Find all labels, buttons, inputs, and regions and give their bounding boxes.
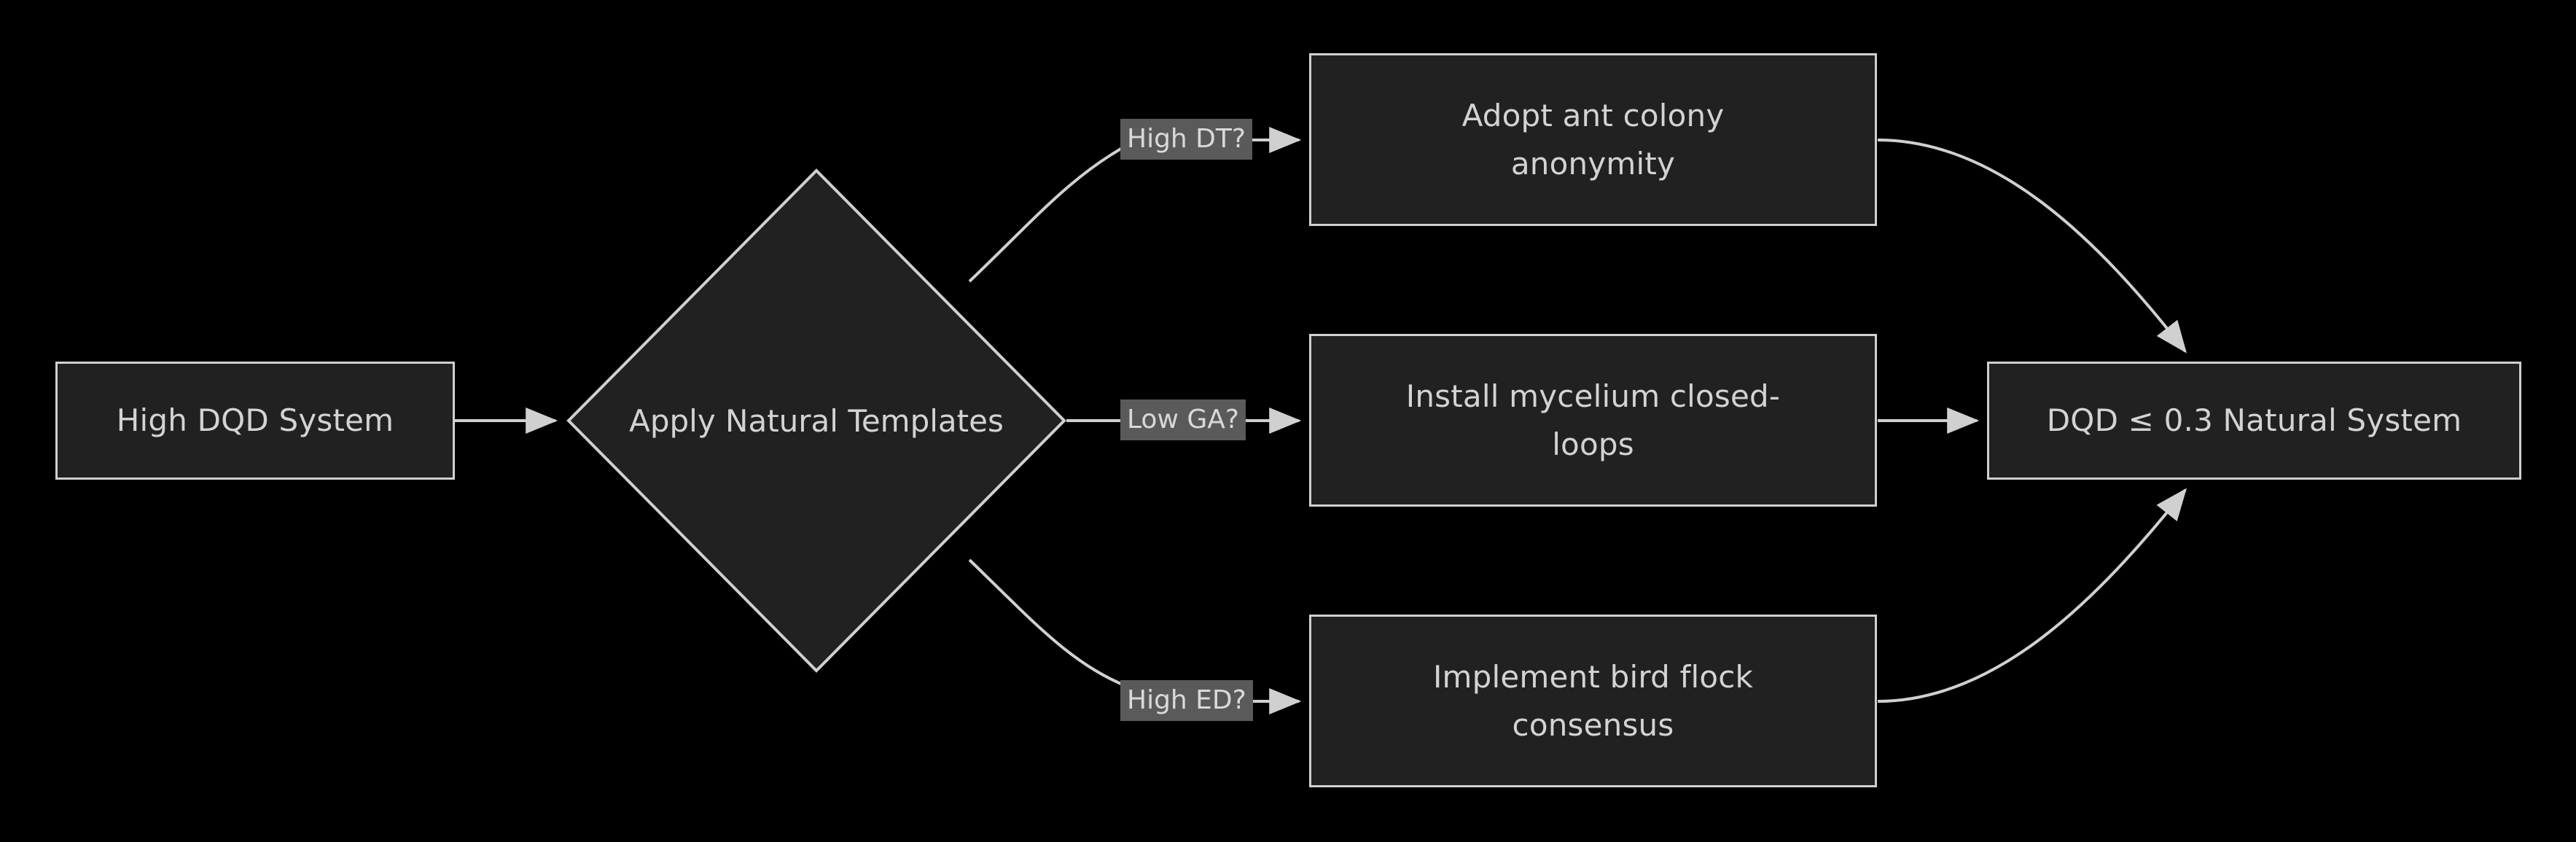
edge-decision-to-branch-top: [968, 141, 1132, 283]
node-branch-middle-label: Install mycelium closed- loops: [1405, 378, 1781, 462]
node-decision-label: Apply Natural Templates: [629, 402, 1004, 439]
node-branch-bottom[interactable]: Implement bird flock consensus: [1309, 615, 1877, 787]
edge-branch-top-to-end: [1877, 139, 2187, 354]
node-branch-bottom-label: Implement bird flock consensus: [1432, 659, 1754, 743]
node-end[interactable]: DQD ≤ 0.3 Natural System: [1987, 362, 2521, 480]
edge-label-low-ga: Low GA?: [1120, 399, 1246, 441]
node-branch-top-label: Adopt ant colony anonymity: [1461, 98, 1725, 182]
node-decision[interactable]: Apply Natural Templates: [566, 168, 1066, 673]
node-branch-middle[interactable]: Install mycelium closed- loops: [1309, 334, 1877, 507]
node-start-label: High DQD System: [116, 402, 394, 439]
edge-decision-to-branch-bottom: [968, 558, 1132, 690]
node-start[interactable]: High DQD System: [55, 362, 455, 480]
edge-branch-bottom-to-end: [1877, 488, 2187, 703]
node-end-label: DQD ≤ 0.3 Natural System: [2046, 402, 2462, 439]
node-branch-top[interactable]: Adopt ant colony anonymity: [1309, 53, 1877, 226]
edge-label-high-dt: High DT?: [1120, 119, 1253, 160]
diamond-shape: [566, 168, 1066, 673]
edge-label-high-ed: High ED?: [1120, 680, 1253, 722]
